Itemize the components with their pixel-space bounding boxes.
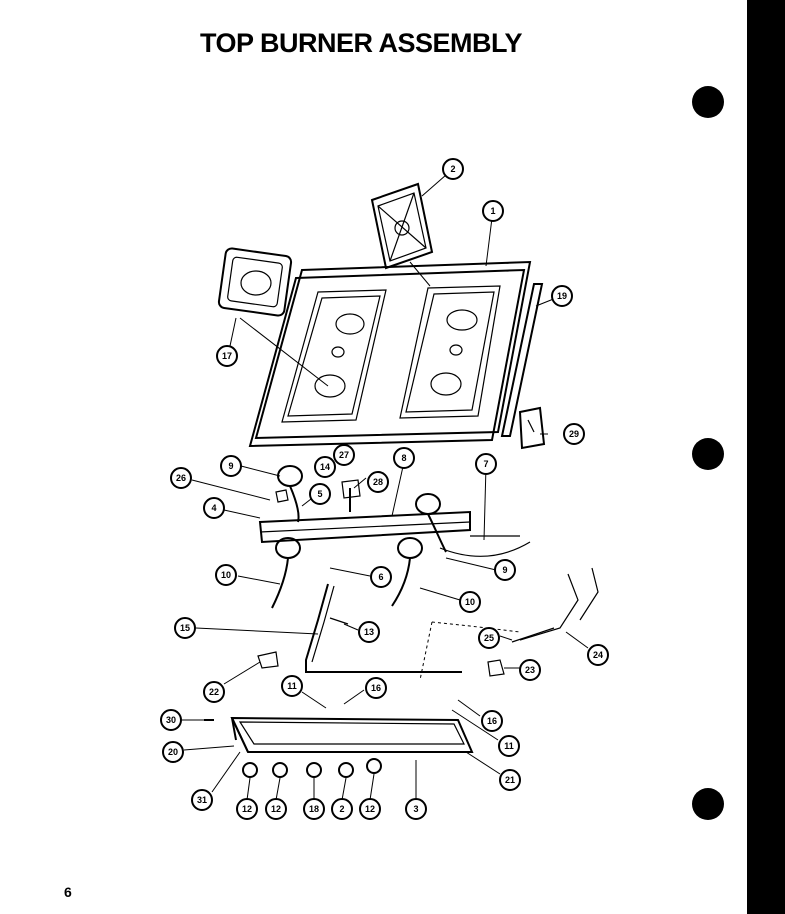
svg-text:26: 26 bbox=[176, 473, 186, 483]
svg-text:16: 16 bbox=[371, 683, 381, 693]
page-number: 6 bbox=[64, 884, 72, 900]
callout-19: 19 bbox=[551, 285, 573, 307]
manifold-panel bbox=[230, 716, 474, 753]
svg-text:8: 8 bbox=[401, 453, 406, 463]
svg-text:6: 6 bbox=[378, 572, 383, 582]
callout-23: 23 bbox=[519, 659, 541, 681]
burner-manifold bbox=[258, 465, 531, 609]
svg-text:11: 11 bbox=[287, 681, 297, 691]
svg-text:19: 19 bbox=[557, 291, 567, 301]
callout-15: 15 bbox=[174, 617, 196, 639]
svg-text:9: 9 bbox=[228, 461, 233, 471]
cooktop-main-top bbox=[248, 260, 532, 448]
svg-text:15: 15 bbox=[180, 623, 190, 633]
svg-text:11: 11 bbox=[504, 741, 514, 751]
svg-text:10: 10 bbox=[465, 597, 475, 607]
svg-text:21: 21 bbox=[505, 775, 515, 785]
svg-text:23: 23 bbox=[525, 665, 535, 675]
callout-28: 28 bbox=[367, 471, 389, 493]
control-knobs bbox=[242, 758, 382, 778]
callout-6: 6 bbox=[370, 566, 392, 588]
svg-text:24: 24 bbox=[593, 650, 603, 660]
callout-7: 7 bbox=[475, 453, 497, 475]
callout-8: 8 bbox=[393, 447, 415, 469]
ignition-wiring bbox=[419, 567, 599, 681]
callout-12-a: 12 bbox=[236, 798, 258, 820]
svg-text:1: 1 bbox=[490, 206, 495, 216]
punch-hole-bottom bbox=[692, 788, 724, 820]
callout-29: 29 bbox=[563, 423, 585, 445]
svg-text:12: 12 bbox=[271, 804, 281, 814]
callout-12-b: 12 bbox=[265, 798, 287, 820]
callout-11-right: 11 bbox=[498, 735, 520, 757]
burner-grate bbox=[370, 182, 434, 270]
svg-text:31: 31 bbox=[197, 795, 207, 805]
callout-16-right: 16 bbox=[481, 710, 503, 732]
svg-text:2: 2 bbox=[339, 804, 344, 814]
svg-text:2: 2 bbox=[450, 164, 455, 174]
callout-10-left: 10 bbox=[215, 564, 237, 586]
callout-11-left: 11 bbox=[281, 675, 303, 697]
svg-text:14: 14 bbox=[320, 462, 330, 472]
svg-text:22: 22 bbox=[209, 687, 219, 697]
callout-3: 3 bbox=[405, 798, 427, 820]
callout-9-right: 9 bbox=[494, 559, 516, 581]
callout-30: 30 bbox=[160, 709, 182, 731]
svg-text:10: 10 bbox=[221, 570, 231, 580]
small-parts bbox=[204, 489, 555, 721]
svg-text:25: 25 bbox=[484, 633, 494, 643]
callout-22: 22 bbox=[203, 681, 225, 703]
punch-hole-top bbox=[692, 86, 724, 118]
svg-text:28: 28 bbox=[373, 477, 383, 487]
svg-text:12: 12 bbox=[242, 804, 252, 814]
svg-text:30: 30 bbox=[166, 715, 176, 725]
mounting-bracket bbox=[518, 406, 546, 450]
callout-10-right: 10 bbox=[459, 591, 481, 613]
callout-1: 1 bbox=[482, 200, 504, 222]
svg-text:29: 29 bbox=[569, 429, 579, 439]
svg-text:13: 13 bbox=[364, 627, 374, 637]
callout-12-c: 12 bbox=[359, 798, 381, 820]
callout-21: 21 bbox=[499, 769, 521, 791]
callout-17: 17 bbox=[216, 345, 238, 367]
binding-edge bbox=[747, 0, 785, 914]
svg-text:7: 7 bbox=[483, 459, 488, 469]
callout-31: 31 bbox=[191, 789, 213, 811]
callout-2-bottom: 2 bbox=[331, 798, 353, 820]
callout-9-left: 9 bbox=[220, 455, 242, 477]
callout-5: 5 bbox=[309, 483, 331, 505]
svg-text:17: 17 bbox=[222, 351, 232, 361]
callout-16-left: 16 bbox=[365, 677, 387, 699]
callout-25: 25 bbox=[478, 627, 500, 649]
callout-26: 26 bbox=[170, 467, 192, 489]
svg-text:18: 18 bbox=[309, 804, 319, 814]
svg-text:12: 12 bbox=[365, 804, 375, 814]
burner-box-liner bbox=[217, 247, 293, 317]
gas-tube bbox=[305, 583, 462, 673]
callout-18: 18 bbox=[303, 798, 325, 820]
svg-text:5: 5 bbox=[317, 489, 322, 499]
callout-20: 20 bbox=[162, 741, 184, 763]
leader-lines bbox=[182, 174, 589, 801]
svg-text:16: 16 bbox=[487, 716, 497, 726]
side-trim bbox=[500, 283, 544, 437]
callout-14: 14 bbox=[314, 456, 336, 478]
callout-27: 27 bbox=[333, 444, 355, 466]
svg-text:3: 3 bbox=[413, 804, 418, 814]
svg-text:9: 9 bbox=[502, 565, 507, 575]
page-title: TOP BURNER ASSEMBLY bbox=[200, 28, 523, 58]
callout-24: 24 bbox=[587, 644, 609, 666]
svg-text:20: 20 bbox=[168, 747, 178, 757]
svg-text:4: 4 bbox=[211, 503, 216, 513]
punch-hole-middle bbox=[692, 438, 724, 470]
callout-2-top: 2 bbox=[442, 158, 464, 180]
svg-text:27: 27 bbox=[339, 450, 349, 460]
callout-4: 4 bbox=[203, 497, 225, 519]
callout-13: 13 bbox=[358, 621, 380, 643]
